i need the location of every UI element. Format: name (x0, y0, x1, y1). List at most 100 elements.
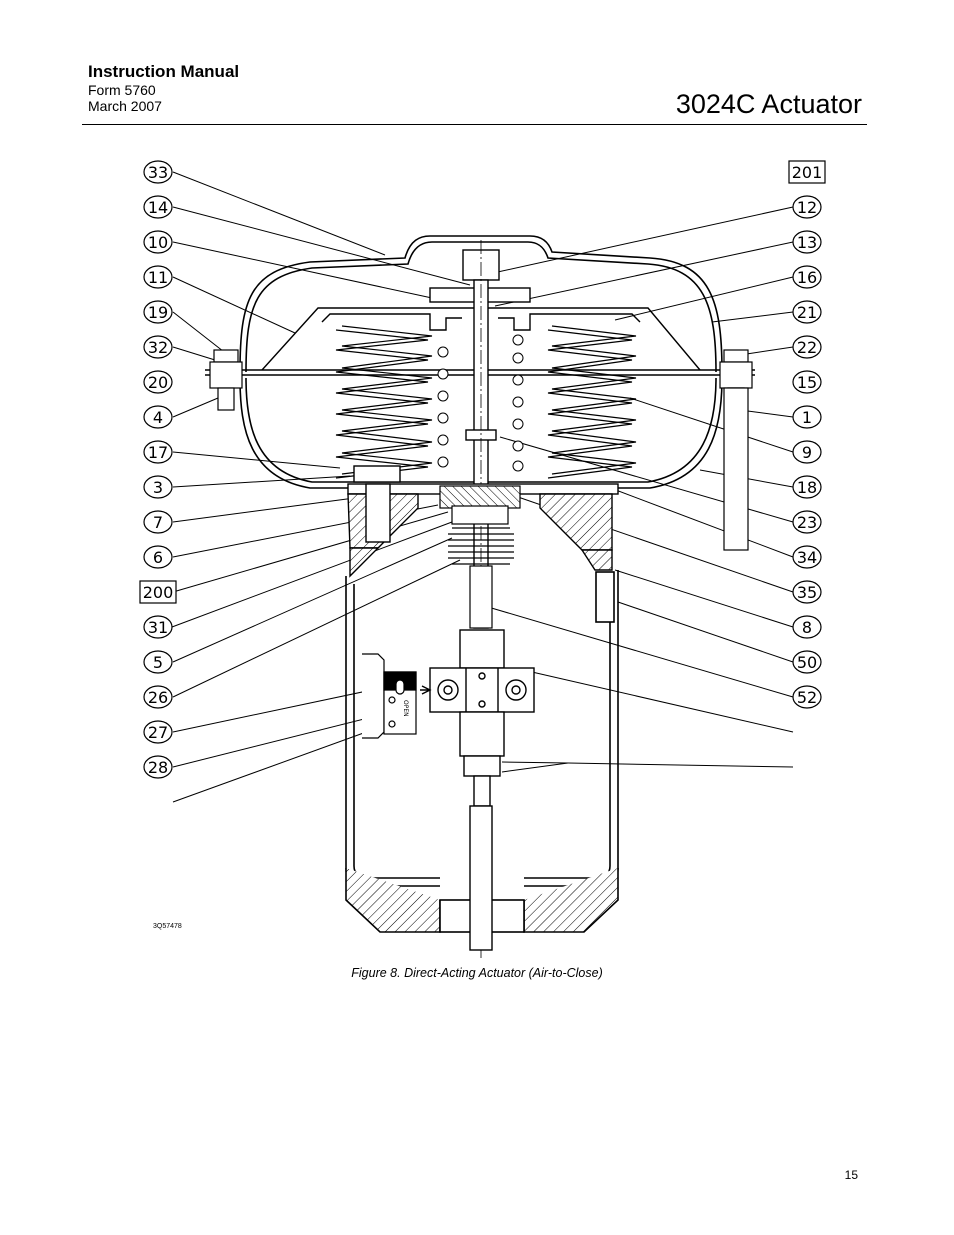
callout-bubble (792, 265, 822, 289)
callout-17: 17 (143, 440, 173, 464)
callout-bubble (792, 475, 822, 499)
right-callouts: 201 12 13 16 21 22 15 1 9 18 23 34 35 8 50 52 (788, 160, 826, 709)
callout-201: 201 (788, 160, 826, 184)
callout-bubble (792, 230, 822, 254)
callout-label: 200 (143, 583, 174, 602)
callout-6: 6 (143, 545, 173, 569)
callout-13: 13 (792, 230, 822, 254)
flange-bolts (209, 349, 753, 551)
callout-1: 1 (792, 405, 822, 429)
callout-label: 21 (797, 303, 817, 322)
callout-label: 32 (148, 338, 168, 357)
callout-bubble (792, 580, 822, 604)
callout-33: 33 (143, 160, 173, 184)
inner-spring-sections (437, 334, 524, 472)
callout-14: 14 (143, 195, 173, 219)
callout-bubble (792, 545, 822, 569)
callout-3: 3 (143, 475, 173, 499)
callout-label: 52 (797, 688, 817, 707)
callout-label: 201 (792, 163, 823, 182)
callout-50: 50 (792, 650, 822, 674)
callout-label: 17 (148, 443, 168, 462)
callout-11: 11 (143, 265, 173, 289)
callout-19: 19 (143, 300, 173, 324)
callout-20: 20 (143, 370, 173, 394)
callout-21: 21 (792, 300, 822, 324)
callout-bubble (143, 265, 173, 289)
callout-bubble (143, 685, 173, 709)
travel-indicator: OPEN (362, 653, 417, 739)
callout-bubble (792, 195, 822, 219)
callout-label: 34 (797, 548, 817, 567)
callout-label: 14 (148, 198, 168, 217)
callout-label: 13 (797, 233, 817, 252)
seal-bellows (439, 485, 521, 629)
callout-bubble (143, 405, 173, 429)
callout-label: 9 (802, 443, 812, 462)
header-left: Instruction Manual Form 5760 March 2007 (88, 62, 239, 114)
callout-label: 1 (802, 408, 812, 427)
callout-bubble (143, 755, 173, 779)
callout-22: 22 (792, 335, 822, 359)
callout-label: 19 (148, 303, 168, 322)
callout-9: 9 (792, 440, 822, 464)
callout-18: 18 (792, 475, 822, 499)
callout-7: 7 (143, 510, 173, 534)
callout-bubble (143, 230, 173, 254)
callout-bubble (143, 300, 173, 324)
callout-15: 15 (792, 370, 822, 394)
callout-bubble (143, 475, 173, 499)
callout-label: 10 (148, 233, 168, 252)
callout-label: 8 (802, 618, 812, 637)
callout-bubble (143, 440, 173, 464)
header-rule (82, 124, 867, 125)
callout-bubble (792, 335, 822, 359)
drawing-number: 3Q57478 (153, 923, 182, 930)
callout-label: 26 (148, 688, 168, 707)
callout-10: 10 (143, 230, 173, 254)
callout-label: 20 (148, 373, 168, 392)
callout-12: 12 (792, 195, 822, 219)
callout-bubble (143, 335, 173, 359)
callout-bubble (792, 615, 822, 639)
form-number: Form 5760 (88, 82, 156, 98)
callout-label: 35 (797, 583, 817, 602)
callout-label: 12 (797, 198, 817, 217)
callout-8: 8 (792, 615, 822, 639)
outer-spring-right (547, 325, 637, 479)
callout-31: 31 (143, 615, 173, 639)
callout-bubble (143, 650, 173, 674)
callout-35: 35 (792, 580, 822, 604)
callout-label: 6 (153, 548, 163, 567)
figure-caption: Figure 8. Direct-Acting Actuator (Air-to… (351, 966, 603, 980)
callout-bubble (143, 720, 173, 744)
callout-4: 4 (143, 405, 173, 429)
plate-text: OPEN (402, 700, 409, 717)
callout-label: 33 (148, 163, 168, 182)
callout-bubble (143, 545, 173, 569)
callout-label: 16 (797, 268, 817, 287)
callout-label: 22 (797, 338, 817, 357)
publication-date: March 2007 (88, 98, 162, 114)
callout-label: 7 (153, 513, 163, 532)
outer-spring-left (335, 325, 433, 479)
callout-bubble (792, 370, 822, 394)
callout-bubble (792, 685, 822, 709)
callout-bubble (792, 650, 822, 674)
callout-52: 52 (792, 685, 822, 709)
callout-5: 5 (143, 650, 173, 674)
callout-label: 3 (153, 478, 163, 497)
callout-bubble (792, 405, 822, 429)
callout-16: 16 (792, 265, 822, 289)
callout-box (788, 160, 826, 184)
callout-label: 50 (797, 653, 817, 672)
callout-bubble (792, 510, 822, 534)
callout-label: 4 (153, 408, 163, 427)
callout-bubble (792, 440, 822, 464)
document-title: 3024C Actuator (675, 89, 862, 119)
callout-label: 11 (148, 268, 168, 287)
callout-23: 23 (792, 510, 822, 534)
callout-bubble (143, 195, 173, 219)
